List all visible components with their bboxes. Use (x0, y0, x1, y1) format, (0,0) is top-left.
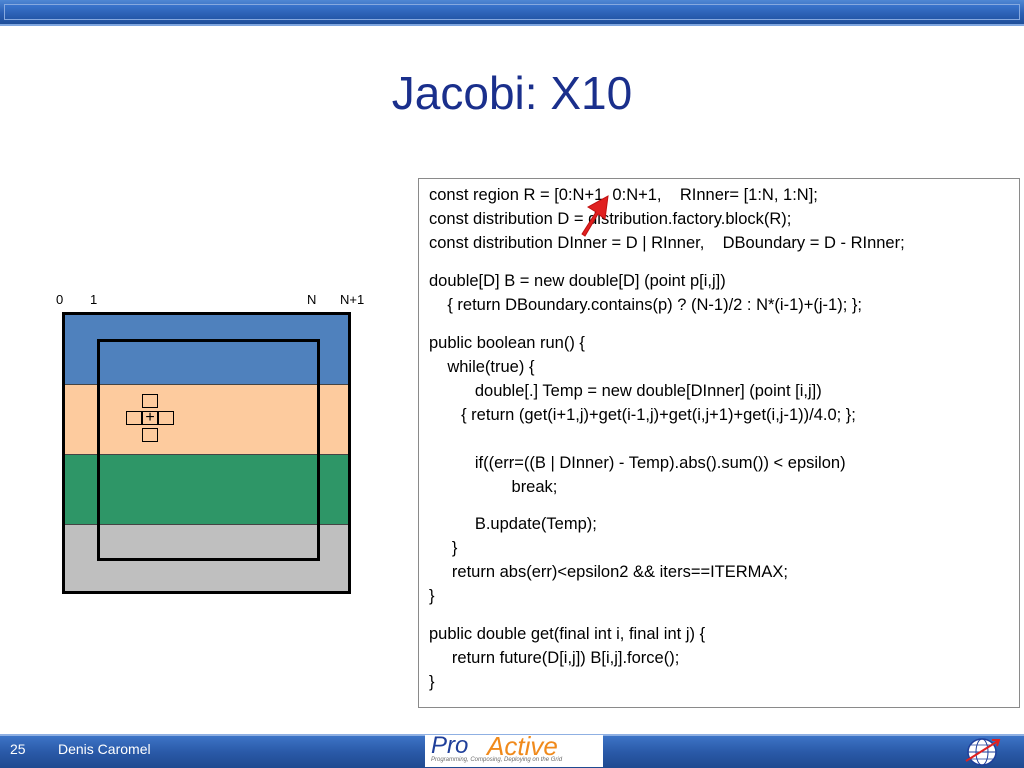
inner-region-outline (97, 339, 320, 561)
code-line: { return (get(i+1,j)+get(i-1,j)+get(i,j+… (429, 406, 856, 424)
stencil-cell-left (126, 411, 142, 425)
code-line: return future(D[i,j]) B[i,j].force(); (429, 649, 680, 667)
code-line: const distribution D = distribution.fact… (429, 210, 792, 228)
grid-label-n-plus-1: N+1 (340, 292, 365, 307)
code-line: public boolean run() { (429, 334, 585, 352)
logo-active-text: Active (487, 735, 558, 761)
top-decorative-bar (0, 0, 1024, 26)
slide-title: Jacobi: X10 (391, 67, 633, 119)
code-line: double[.] Temp = new double[DInner] (poi… (429, 382, 822, 400)
code-line: { return DBoundary.contains(p) ? (N-1)/2… (429, 296, 862, 314)
stencil-cell-center: + (142, 409, 158, 426)
code-line: return abs(err)<epsilon2 && iters==ITERM… (429, 563, 789, 581)
author-name: Denis Caromel (58, 741, 151, 757)
proactive-logo: Pro Active Programming, Composing, Deplo… (425, 735, 603, 767)
code-line: const distribution DInner = D | RInner, … (429, 234, 905, 252)
code-line: if((err=((B | DInner) - Temp).abs().sum(… (429, 454, 846, 472)
top-bar-inner (4, 4, 1020, 20)
code-listing: const region R = [0:N+1, 0:N+1, RInner= … (418, 178, 1020, 708)
code-line: const region R = [0:N+1, 0:N+1, RInner= … (429, 186, 818, 204)
logo-pro-text: Pro (431, 735, 469, 759)
stencil-plus-symbol: + (145, 409, 155, 426)
stencil-cell-bottom (142, 428, 158, 442)
code-line: } (429, 587, 435, 605)
code-line: B.update(Temp); (429, 515, 597, 533)
code-line: } (429, 673, 435, 691)
code-line: double[D] B = new double[D] (point p[i,j… (429, 272, 726, 290)
page-number: 25 (10, 741, 26, 757)
grid-band-place-2 (65, 385, 348, 455)
code-line: break; (429, 478, 558, 496)
grid-band-place-3 (65, 455, 348, 525)
grid-label-n: N (307, 292, 317, 307)
grid-band-place-1 (65, 315, 348, 385)
code-line: while(true) { (429, 358, 535, 376)
code-line (429, 427, 1009, 451)
globe-logo-icon (965, 738, 1001, 766)
code-line: } (429, 539, 458, 557)
grid-label-0: 0 (56, 292, 64, 307)
code-line: public double get(final int i, final int… (429, 625, 706, 643)
grid-label-1: 1 (90, 292, 98, 307)
stencil-cell-top (142, 394, 158, 408)
stencil-cell-right (158, 411, 174, 425)
logo-tagline: Programming, Composing, Deploying on the… (431, 757, 563, 763)
